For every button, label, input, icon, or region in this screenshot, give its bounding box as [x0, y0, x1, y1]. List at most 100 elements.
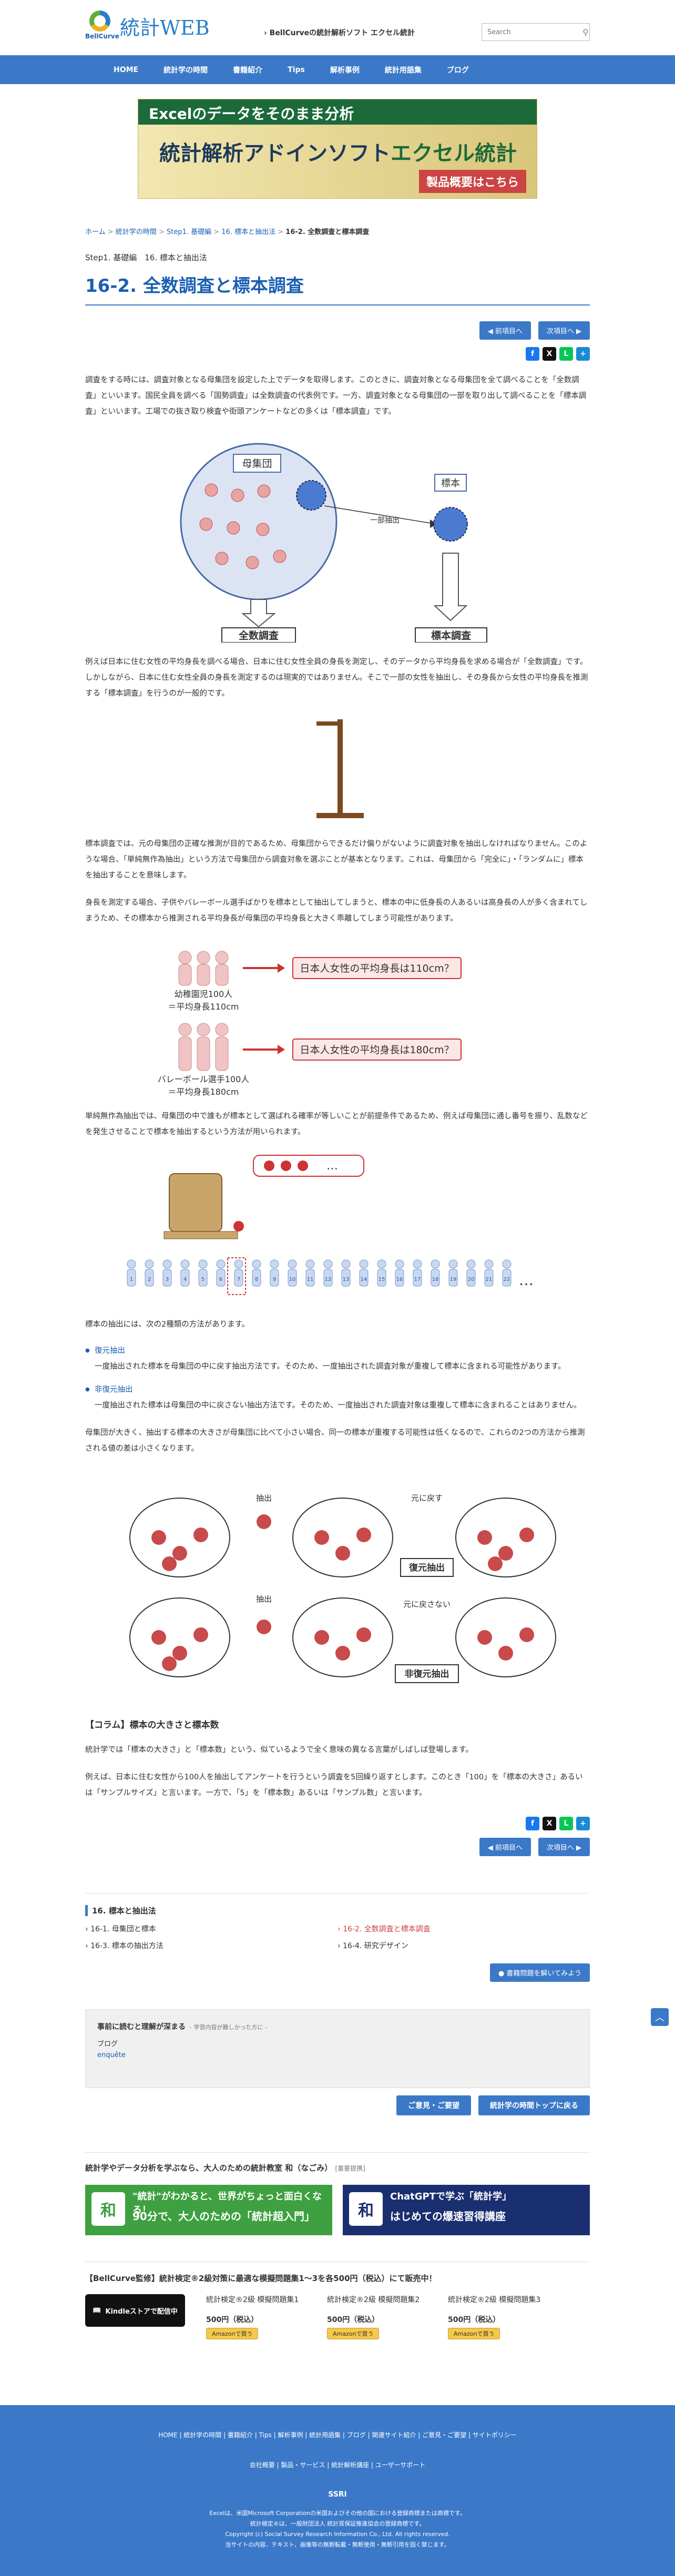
- kindle-store-badge[interactable]: 📖Kindleストアで配信中: [85, 2294, 185, 2327]
- person-head: [431, 1259, 440, 1269]
- person-number: 5: [201, 1277, 204, 1282]
- extract-arrow: [324, 505, 438, 525]
- nav-item-cases[interactable]: 解析事例: [330, 66, 360, 75]
- person-head: [305, 1259, 315, 1269]
- msg-110cm: 日本人女性の平均身長は110cm？: [300, 963, 454, 974]
- crumb-step1[interactable]: Step1. 基礎編: [166, 228, 212, 236]
- person-body: [198, 1269, 208, 1287]
- draw-label-2: 抽出: [256, 1594, 272, 1604]
- banner-line1: Excelのデータをそのまま分析: [149, 105, 354, 123]
- nav-item-blog[interactable]: ブログ: [446, 66, 469, 75]
- person-body: [413, 1269, 422, 1287]
- crumb-lessons[interactable]: 統計学の時間: [115, 228, 157, 236]
- feedback-button[interactable]: ご意見・ご要望: [396, 2095, 471, 2115]
- person-number: 17: [414, 1277, 421, 1282]
- footer-nav[interactable]: HOME | 統計学の時間 | 書籍紹介 | Tips | 解析事例 | 統計用…: [158, 2431, 517, 2439]
- back-to-top-button[interactable]: 統計学の時間トップに戻る: [478, 2095, 590, 2115]
- nav-item-books[interactable]: 書籍紹介: [233, 66, 263, 75]
- person-body: [377, 1269, 386, 1287]
- person-body: [288, 1269, 297, 1287]
- search-input[interactable]: [482, 24, 582, 40]
- banner-line2: 統計解析アドインソフトエクセル統計: [159, 141, 517, 166]
- replacement-sampling-diagram: 抽出 元に戻す 復元抽出 抽出 元に戻さない 非復元抽出: [129, 1493, 556, 1683]
- population-label: 母集団: [242, 458, 272, 470]
- search-icon[interactable]: ⚲: [582, 27, 589, 37]
- nav-item-tips[interactable]: Tips: [288, 65, 305, 74]
- prev-button[interactable]: ◀ 前項目へ: [479, 1838, 531, 1856]
- person-head: [288, 1259, 297, 1269]
- site-footer: HOME | 統計学の時間 | 書籍紹介 | Tips | 解析事例 | 統計用…: [0, 2405, 675, 2576]
- row-ellipsis: …: [519, 1271, 534, 1289]
- person-body: [162, 1269, 172, 1287]
- kindergarten-avg: ＝平均身長110cm: [168, 1002, 239, 1012]
- footer-nav-2[interactable]: 会社概要 | 製品・サービス | 統計解析講座 | ユーザーサポート: [249, 2461, 426, 2469]
- nav-item-glossary[interactable]: 統計用語集: [384, 66, 422, 75]
- next-button[interactable]: 次項目へ ▶: [538, 321, 590, 340]
- site-logo[interactable]: BellCurve 統計WEB: [85, 9, 210, 42]
- nav-item-home[interactable]: HOME: [114, 65, 139, 74]
- banner-button[interactable]: 製品概要はこちら: [418, 170, 526, 193]
- person-number: 9: [273, 1277, 276, 1282]
- tagline-link[interactable]: › BellCurveの統計解析ソフト エクセル統計: [264, 29, 415, 37]
- kindle-icon: 📖: [93, 2306, 101, 2315]
- amazon-button[interactable]: Amazonで買う: [448, 2328, 500, 2339]
- paragraph-bias: 身長を測定する場合、子供やバレーボール選手ばかりを標本として抽出してしまうと、標…: [85, 899, 588, 923]
- prev-button[interactable]: ◀ 前項目へ: [479, 321, 531, 340]
- site-header: BellCurve 統計WEB › BellCurveの統計解析ソフト エクセル…: [85, 0, 590, 55]
- return-label: 元に戻す: [411, 1493, 443, 1503]
- x-icon[interactable]: X: [543, 347, 556, 361]
- nav-item-lessons[interactable]: 統計学の時間: [163, 66, 208, 75]
- person-head: [180, 1259, 190, 1269]
- person-number: 2: [148, 1277, 151, 1282]
- share-plus-icon[interactable]: +: [576, 347, 590, 361]
- prereading-link[interactable]: enquête: [97, 2051, 126, 2059]
- amazon-button[interactable]: Amazonで買う: [327, 2328, 380, 2339]
- person-body: [145, 1269, 154, 1287]
- person-body: [484, 1269, 494, 1287]
- crumb-home[interactable]: ホーム: [85, 228, 106, 236]
- share-plus-icon[interactable]: +: [576, 1817, 590, 1830]
- chatgpt-ad-banner[interactable]: 和 ChatGPTで学ぶ「統計学」 はじめての爆速習得講座: [343, 2185, 590, 2235]
- nagomi-ad-banner[interactable]: 和 "統計"がわかると、世界がちょっと面白くなる！ 90分で、大人のための「統計…: [85, 2185, 332, 2235]
- person-head: [466, 1259, 476, 1269]
- prereading-box: 事前に読むと理解が深まる- 学習内容が難しかった方に - ブログ enquête: [85, 2009, 590, 2088]
- person-number: 12: [325, 1277, 332, 1282]
- person-body: [270, 1269, 279, 1287]
- related-item[interactable]: › 16-1. 母集団と標本: [85, 1925, 156, 1933]
- person-number: 10: [289, 1277, 296, 1282]
- facebook-icon[interactable]: f: [526, 1817, 539, 1830]
- person-number: 6: [219, 1277, 222, 1282]
- person-body: [341, 1269, 351, 1287]
- line-icon[interactable]: L: [559, 1817, 573, 1830]
- term-without-replacement[interactable]: 非復元抽出: [95, 1386, 133, 1394]
- person-number: 11: [307, 1277, 314, 1282]
- prereading-blog[interactable]: ブログ: [97, 2040, 118, 2048]
- amazon-button[interactable]: Amazonで買う: [206, 2328, 259, 2339]
- population-label-box: [233, 454, 281, 473]
- related-item-current[interactable]: › 16-2. 全数調査と標本調査: [338, 1925, 431, 1933]
- x-icon[interactable]: X: [543, 1817, 556, 1830]
- related-item[interactable]: › 16-3. 標本の抽出方法: [85, 1942, 163, 1950]
- exercise-button[interactable]: ● 書籍問題を解いてみよう: [489, 1963, 590, 1982]
- next-button[interactable]: 次項目へ ▶: [538, 1838, 590, 1856]
- excel-toukei-banner[interactable]: Excelのデータをそのまま分析 統計解析アドインソフトエクセル統計 製品概要は…: [138, 99, 537, 199]
- crumb-chapter[interactable]: 16. 標本と抽出法: [221, 228, 276, 236]
- prev-next-top: ◀ 前項目へ 次項目へ ▶: [85, 321, 590, 340]
- ssri-logo[interactable]: SSRI: [328, 2490, 347, 2499]
- person-number: 13: [343, 1277, 350, 1282]
- line-icon[interactable]: L: [559, 347, 573, 361]
- scroll-top-icon[interactable]: ︿: [651, 2008, 669, 2026]
- facebook-icon[interactable]: f: [526, 347, 539, 361]
- term-with-replacement[interactable]: 復元抽出: [95, 1347, 125, 1355]
- person-number: 22: [504, 1277, 510, 1282]
- person-head: [162, 1259, 172, 1269]
- related-heading: 16. 標本と抽出法: [85, 1905, 590, 1916]
- related-item[interactable]: › 16-4. 研究デザイン: [338, 1942, 408, 1950]
- selected-group: [296, 480, 326, 511]
- person-number: 14: [361, 1277, 367, 1282]
- sampling-methods-list: 復元抽出一度抽出された標本を母集団の中に戻す抽出方法です。そのため、一度抽出され…: [85, 1343, 590, 1413]
